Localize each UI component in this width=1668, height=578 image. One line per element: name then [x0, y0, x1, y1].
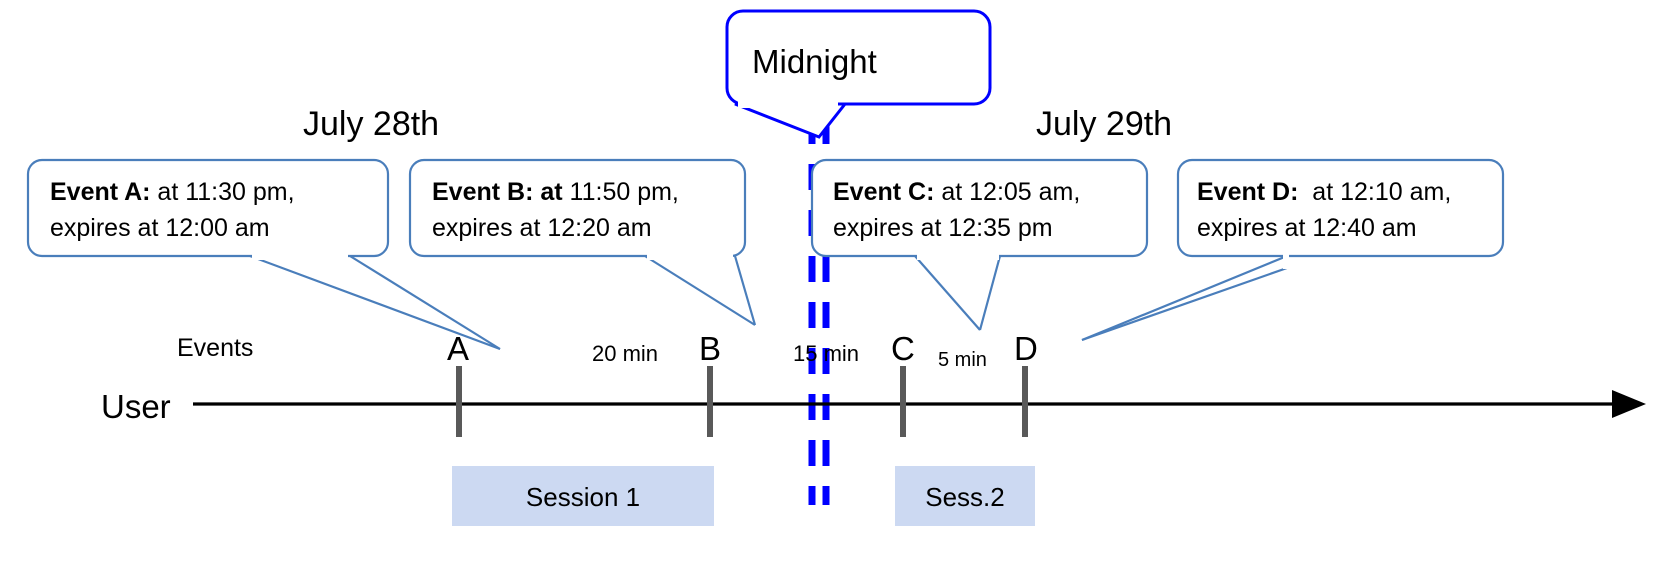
- date-label-july-28: July 28th: [303, 105, 439, 143]
- timeline-arrowhead: [1612, 390, 1646, 418]
- midnight-callout-shape[interactable]: [725, 9, 992, 139]
- event-c-rest: at 12:05 am,: [934, 178, 1080, 206]
- event-d-tail: [1081, 254, 1288, 342]
- marker-letter-a: A: [447, 330, 469, 367]
- event-d-line2: expires at 12:40 am: [1197, 214, 1417, 242]
- interval-label-15-min: 15 min: [793, 341, 859, 366]
- marker-letter-d: D: [1014, 330, 1038, 367]
- events-row-label: Events: [177, 334, 253, 362]
- event-a-box[interactable]: [26, 158, 390, 260]
- event-d-bold: Event D:: [1197, 178, 1298, 206]
- marker-letter-c: C: [891, 330, 915, 367]
- event-d-line1: Event D: at 12:10 am,: [1197, 178, 1451, 206]
- event-c-tail: [914, 255, 1002, 331]
- interval-label-5-min: 5 min: [938, 349, 987, 371]
- event-b-box[interactable]: [408, 158, 747, 260]
- user-row-label: User: [101, 388, 171, 425]
- session-1-rect: [452, 466, 714, 526]
- event-b-tail: [644, 255, 757, 326]
- session-2-label: Sess.2: [925, 482, 1005, 512]
- event-a-line1: Event A: at 11:30 pm,: [50, 178, 295, 206]
- interval-label-20-min: 20 min: [592, 341, 658, 366]
- session-2-rect: [895, 466, 1035, 526]
- midnight-label: Midnight: [752, 43, 877, 80]
- event-a-rest: at 11:30 pm,: [150, 178, 294, 206]
- event-c-line1: Event C: at 12:05 am,: [833, 178, 1080, 206]
- session-1-label: Session 1: [526, 482, 640, 512]
- event-d-rest: at 12:10 am,: [1298, 178, 1451, 206]
- event-c-line2: expires at 12:35 pm: [833, 214, 1053, 242]
- event-b-line1: Event B: at 11:50 pm,: [432, 178, 679, 206]
- event-a-bold: Event A:: [50, 178, 150, 206]
- marker-letter-b: B: [699, 330, 721, 367]
- event-c-box[interactable]: [810, 158, 1149, 260]
- timeline-axis: [193, 390, 1646, 418]
- event-c-bold: Event C:: [833, 178, 934, 206]
- event-b-line2: expires at 12:20 am: [432, 214, 652, 242]
- event-a-line2: expires at 12:00 am: [50, 214, 270, 242]
- event-b-bold: Event B: at: [432, 178, 563, 206]
- date-label-july-29: July 29th: [1036, 105, 1172, 143]
- event-d-box[interactable]: [1176, 158, 1505, 269]
- event-b-rest: 11:50 pm,: [563, 178, 679, 206]
- event-a-tail: [249, 254, 501, 351]
